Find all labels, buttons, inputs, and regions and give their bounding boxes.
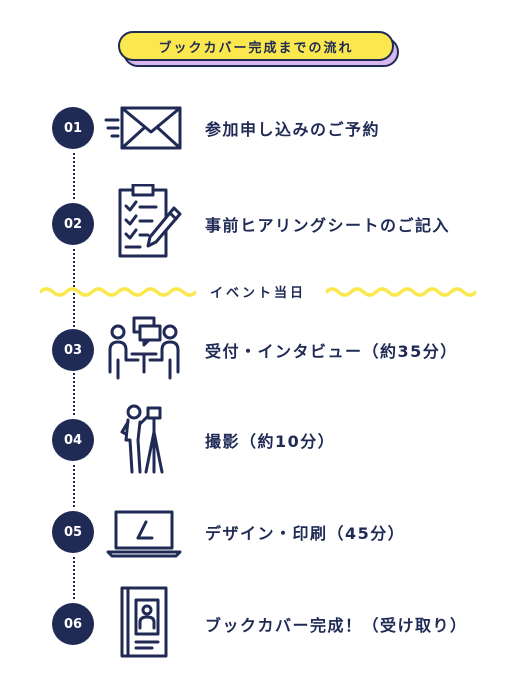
step-label: ブックカバー完成！（受け取り） — [205, 616, 468, 635]
step-05: 05 デザイン・印刷（45分） — [0, 492, 516, 572]
step-03: 03 受付・インタビュー（約35分） — [0, 310, 516, 390]
step-label: 撮影（約10分） — [205, 432, 336, 451]
title-banner: ブックカバー完成までの流れ — [118, 31, 400, 67]
step-number: 03 — [52, 329, 94, 371]
clipboard-checklist-icon — [104, 183, 184, 264]
step-04: 04 撮影（約10分） — [0, 400, 516, 480]
event-day-divider: イベント当日 — [0, 280, 516, 304]
page-title: ブックカバー完成までの流れ — [118, 31, 394, 61]
step-number: 02 — [52, 203, 94, 245]
step-01: 01 参加申し込みのご予約 — [0, 88, 516, 168]
envelope-icon — [104, 88, 184, 168]
book-cover-icon — [104, 584, 184, 664]
step-06: 06 ブックカバー完成！（受け取り） — [0, 584, 516, 664]
step-number: 04 — [52, 419, 94, 461]
laptop-icon — [104, 492, 184, 572]
step-number: 05 — [52, 511, 94, 553]
step-label: 受付・インタビュー（約35分） — [205, 342, 458, 361]
step-02: 02 事前ヒアリングシートのご記入 — [0, 183, 516, 264]
step-label: 事前ヒアリングシートのご記入 — [205, 216, 451, 235]
step-label: デザイン・印刷（45分） — [205, 524, 406, 543]
wave-left — [40, 287, 196, 297]
interview-icon — [104, 310, 184, 390]
step-number: 01 — [52, 107, 94, 149]
event-day-label: イベント当日 — [210, 286, 307, 301]
step-number: 06 — [52, 603, 94, 645]
wave-right — [326, 287, 476, 297]
timeline-line — [73, 130, 75, 630]
photographer-icon — [104, 400, 184, 480]
step-label: 参加申し込みのご予約 — [205, 120, 381, 139]
